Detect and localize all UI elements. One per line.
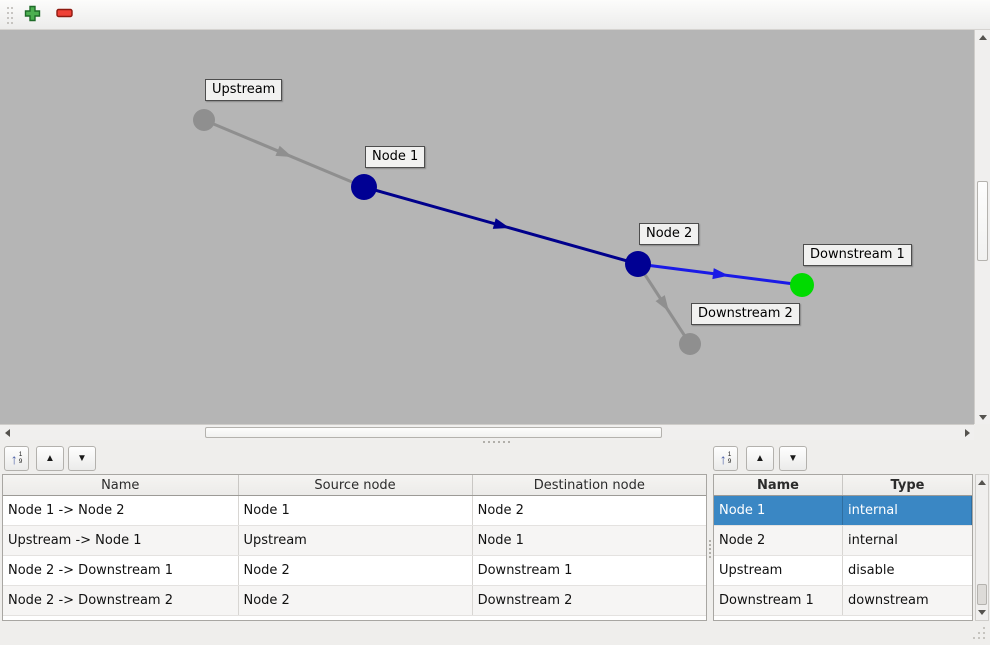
edge-arrow-icon — [492, 218, 510, 229]
toolbar-drag-handle[interactable] — [7, 6, 9, 9]
scroll-left-button[interactable] — [0, 425, 14, 440]
table-cell[interactable]: Node 2 — [239, 556, 473, 585]
table-cell[interactable]: Upstream -> Node 1 — [3, 526, 239, 555]
graph-node[interactable] — [679, 333, 701, 355]
edges-move-up-button[interactable]: ▲ — [36, 446, 64, 471]
horizontal-splitter[interactable] — [0, 440, 990, 445]
scrollbar-thumb[interactable] — [977, 181, 988, 261]
toolbar — [0, 0, 990, 30]
table-cell[interactable]: Upstream — [239, 526, 473, 555]
edge-arrow-icon — [712, 268, 729, 280]
table-cell[interactable]: Node 1 — [714, 496, 843, 525]
empty-row-strip — [3, 616, 706, 620]
node-row[interactable]: Upstream disable — [714, 556, 972, 586]
left-arrow-icon — [4, 428, 10, 437]
edges-move-down-button[interactable]: ▼ — [68, 446, 96, 471]
scroll-down-button[interactable] — [975, 410, 990, 424]
node-header-row: Name Type — [714, 475, 972, 496]
nodes-move-down-button[interactable]: ▼ — [779, 446, 807, 471]
scroll-up-button[interactable] — [975, 30, 990, 44]
node-label[interactable]: Downstream 2 — [691, 303, 800, 325]
node-label[interactable]: Node 1 — [365, 146, 426, 168]
down-arrow-icon — [978, 414, 987, 420]
graph-horizontal-scrollbar[interactable] — [0, 424, 974, 440]
remove-button[interactable] — [52, 3, 78, 27]
table-cell[interactable]: Node 2 — [477, 503, 524, 518]
scrollbar-thumb[interactable] — [977, 584, 987, 605]
splitter-grip-icon — [483, 441, 485, 443]
scroll-down-button[interactable] — [976, 605, 988, 620]
node-label[interactable]: Node 2 — [639, 223, 700, 245]
node-label[interactable]: Upstream — [205, 79, 283, 101]
column-header-name[interactable]: Name — [3, 475, 239, 495]
table-cell[interactable]: Node 1 — [239, 496, 473, 525]
scrollbar-corner — [974, 424, 990, 440]
table-cell[interactable]: internal — [848, 533, 898, 548]
table-cell[interactable]: Downstream 1 — [477, 563, 573, 578]
minus-icon — [56, 7, 74, 22]
nodes-move-up-button[interactable]: ▲ — [746, 446, 774, 471]
edge-arrow-icon — [275, 145, 293, 157]
grip-dots-icon — [972, 627, 974, 629]
graph-node[interactable] — [790, 273, 814, 297]
table-cell[interactable]: internal — [843, 496, 972, 525]
window-resize-grip[interactable] — [972, 627, 986, 641]
table-cell[interactable]: Node 2 — [714, 526, 843, 555]
nodes-table-scrollbar[interactable] — [975, 474, 989, 621]
table-cell[interactable]: disable — [848, 563, 895, 578]
table-cell[interactable]: Downstream 1 — [714, 586, 843, 615]
table-cell[interactable]: Downstream 2 — [477, 593, 573, 608]
down-arrow-icon — [978, 610, 986, 615]
scroll-right-button[interactable] — [960, 425, 974, 440]
node-graph — [193, 109, 814, 355]
table-cell[interactable]: Node 2 -> Downstream 1 — [3, 556, 239, 585]
add-button[interactable] — [19, 3, 45, 27]
node-row[interactable]: Node 2 internal — [714, 526, 972, 556]
down-triangle-icon: ▼ — [77, 453, 87, 464]
up-arrow-icon — [978, 34, 987, 40]
node-row[interactable]: Downstream 1 downstream — [714, 586, 972, 616]
column-header-source-node[interactable]: Source node — [239, 475, 473, 495]
graph-node[interactable] — [193, 109, 215, 131]
column-header-type[interactable]: Type — [890, 477, 925, 493]
graph-node[interactable] — [625, 251, 651, 277]
up-triangle-icon: ▲ — [45, 453, 55, 464]
edge-arrow-icon — [655, 295, 669, 312]
plus-icon — [24, 5, 41, 25]
scrollbar-thumb[interactable] — [205, 427, 662, 438]
right-arrow-icon — [964, 428, 970, 437]
table-cell[interactable]: Node 1 — [477, 533, 524, 548]
column-header-name[interactable]: Name — [714, 475, 843, 495]
splitter-grip-icon — [709, 540, 711, 542]
graph-vertical-scrollbar[interactable] — [974, 30, 990, 424]
table-cell[interactable]: Upstream — [714, 556, 843, 585]
scroll-up-button[interactable] — [976, 475, 988, 490]
up-triangle-icon: ▲ — [755, 453, 765, 464]
column-header-destination-node[interactable]: Destination node — [533, 477, 645, 493]
table-cell[interactable]: Node 2 -> Downstream 2 — [3, 586, 239, 615]
table-cell[interactable]: Node 1 -> Node 2 — [3, 496, 239, 525]
node-label[interactable]: Downstream 1 — [803, 244, 912, 266]
graph-node[interactable] — [351, 174, 377, 200]
up-arrow-icon — [978, 480, 986, 485]
vertical-splitter[interactable] — [707, 474, 713, 621]
table-cell[interactable]: downstream — [848, 593, 929, 608]
empty-row-strip — [714, 616, 972, 620]
down-triangle-icon: ▼ — [788, 453, 798, 464]
table-cell[interactable]: Node 2 — [239, 586, 473, 615]
